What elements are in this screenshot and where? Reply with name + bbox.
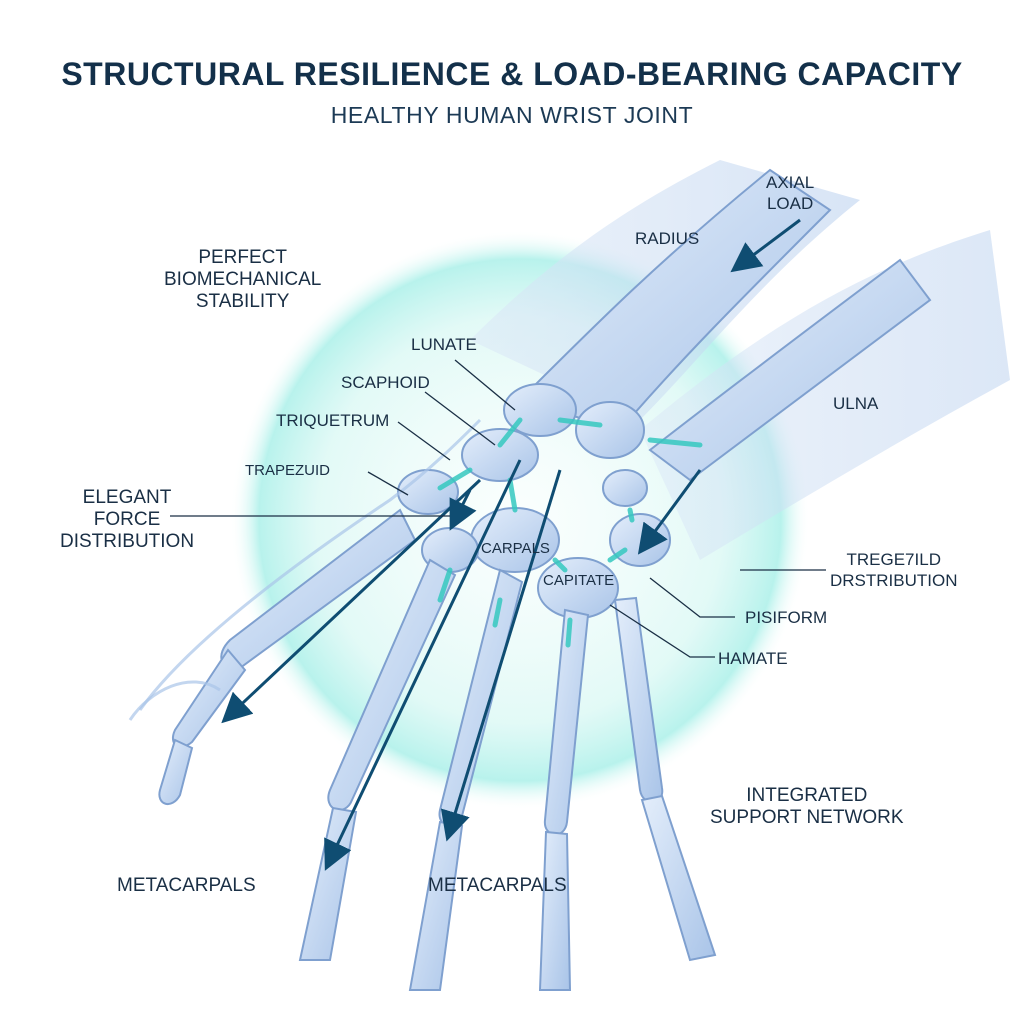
ligament-8: [492, 597, 503, 628]
label-elegant-force: ELEGANT FORCE DISTRIBUTION: [60, 487, 195, 552]
label-radius: RADIUS: [635, 229, 700, 248]
label-capitate: CAPITATE: [543, 572, 615, 589]
force-arrow-carpal: [449, 489, 477, 531]
ligament-2: [557, 417, 603, 428]
label-axial-load: AXIAL LOAD: [766, 173, 815, 213]
carpal-bones: [397, 383, 671, 619]
leader-lunate: [454, 359, 516, 411]
label-tregezild: TREGE7ILD DRSTRIBUTION: [830, 550, 958, 590]
scaphoid-bone: [461, 428, 539, 482]
ligament-6: [607, 547, 628, 563]
hand-bones: [158, 508, 717, 991]
leader-pisiform: [649, 577, 735, 618]
label-integrated-support: INTEGRATED SUPPORT NETWORK: [710, 785, 904, 828]
leader-scaphoid: [424, 391, 496, 446]
label-hamate: HAMATE: [718, 649, 788, 668]
leader-lines: [170, 359, 826, 658]
lunate-bone: [503, 383, 577, 437]
label-carpals: CARPALS: [481, 540, 550, 557]
leader-triquetrum: [397, 421, 451, 461]
pisiform-bone: [602, 469, 648, 507]
page-title: STRUCTURAL RESILIENCE & LOAD-BEARING CAP…: [61, 56, 963, 92]
label-triquetrum: TRIQUETRUM: [276, 411, 390, 430]
finger-little: [640, 794, 717, 962]
force-arrow-index: [324, 459, 522, 871]
ligament-1: [497, 417, 523, 448]
force-arrow-middle: [440, 469, 562, 842]
ligament-10: [627, 507, 635, 523]
ulna-outline: [640, 230, 1010, 560]
ulna-bone: [648, 258, 932, 482]
finger-middle: [408, 820, 464, 991]
ligament-7: [437, 567, 453, 603]
ligament-4: [507, 477, 518, 513]
page-subtitle: HEALTHY HUMAN WRIST JOINT: [330, 102, 694, 128]
force-arrow-thumb: [221, 478, 482, 724]
triquetrum-bone: [575, 401, 645, 459]
axial-load-arrow: [730, 218, 801, 273]
thumb-skin: [128, 680, 221, 721]
hand-outline: [138, 418, 482, 711]
label-trapezuid: TRAPEZUID: [245, 462, 331, 479]
label-pisiform: PISIFORM: [745, 608, 828, 627]
force-arrows: [221, 218, 801, 871]
leader-trapezuid: [367, 471, 409, 496]
label-lunate: LUNATE: [411, 335, 477, 354]
thumb-phalanx: [172, 648, 247, 748]
label-perfect-stability: PERFECT BIOMECHANICAL STABILITY: [164, 247, 322, 312]
ligament-11: [647, 437, 703, 448]
label-scaphoid: SCAPHOID: [341, 373, 430, 392]
ligament-9: [565, 617, 573, 648]
finger-ring: [538, 830, 572, 991]
label-metacarpals-left: METACARPALS: [117, 875, 256, 896]
force-arrow-ulnar: [637, 469, 702, 555]
ligament-5: [552, 557, 568, 573]
finger-index: [298, 806, 358, 961]
leader-hamate: [609, 604, 715, 658]
label-ulna: ULNA: [833, 394, 879, 413]
ligament-3: [437, 467, 473, 491]
label-metacarpals-center: METACARPALS: [428, 875, 567, 896]
ligaments: [437, 417, 703, 648]
radius-bone: [518, 168, 832, 432]
thumb-tip: [158, 738, 194, 805]
